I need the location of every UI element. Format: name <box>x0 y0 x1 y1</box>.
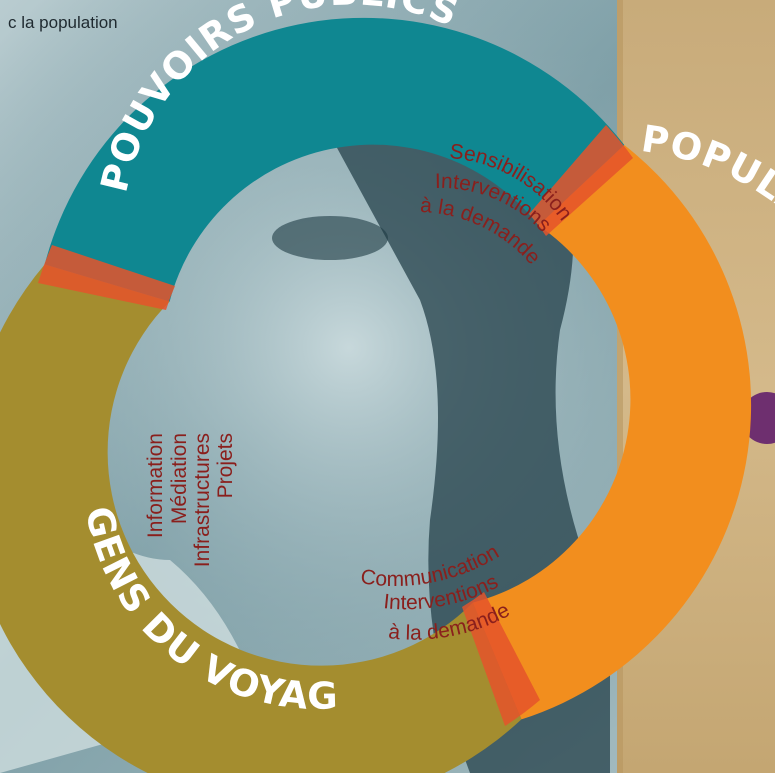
segment-population-sedentaire <box>472 145 752 720</box>
segment-pouvoirs-publics <box>44 17 625 302</box>
relation-pouvoirs-gens: Information Médiation Infrastructures Pr… <box>144 433 237 567</box>
relation-line: Projets <box>214 433 237 498</box>
header-fragment: c la population <box>8 13 118 32</box>
relation-line: Infrastructures <box>191 433 214 567</box>
segment-gens-du-voyage <box>0 264 522 773</box>
relation-line: Médiation <box>168 433 191 524</box>
eye-shadow <box>272 216 388 260</box>
ring <box>0 17 752 773</box>
relation-line: Information <box>144 433 167 538</box>
